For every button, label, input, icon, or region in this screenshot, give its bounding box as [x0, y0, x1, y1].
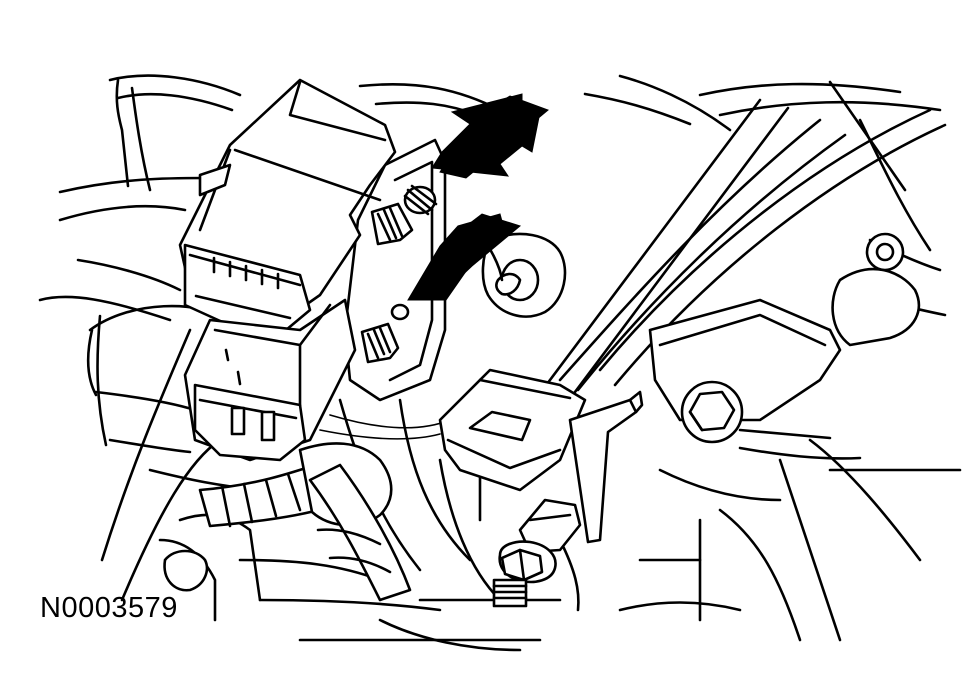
wiring-harness	[198, 394, 491, 602]
arrow-down-left-icon	[439, 95, 549, 179]
upper-sensor-connector	[178, 78, 397, 337]
lower-pointer-arrow	[407, 213, 522, 301]
support-rod	[568, 390, 644, 544]
lower-sensor-connector	[183, 298, 357, 462]
bracket-fasteners	[360, 184, 438, 364]
ground-stud-nut	[492, 498, 582, 608]
harness-clip	[438, 368, 587, 492]
upper-pointer-arrow	[431, 93, 549, 179]
figure-id-label: N0003579	[40, 592, 178, 624]
background-structure	[38, 74, 962, 652]
